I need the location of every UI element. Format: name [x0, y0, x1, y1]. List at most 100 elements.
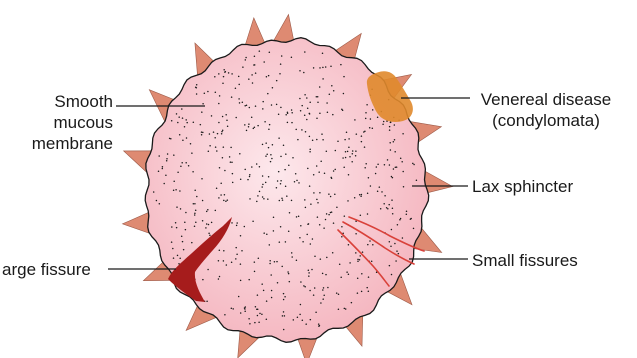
stipple-dot [365, 112, 367, 114]
stipple-dot [214, 137, 216, 139]
stipple-dot [345, 157, 347, 159]
stipple-dot [298, 182, 300, 184]
stipple-dot [336, 207, 338, 209]
stipple-dot [185, 212, 187, 214]
stipple-dot [308, 223, 310, 225]
stipple-dot [367, 213, 369, 215]
stipple-dot [218, 260, 220, 262]
stipple-dot [401, 161, 403, 163]
stipple-dot [240, 263, 242, 265]
stipple-dot [330, 177, 332, 179]
stipple-dot [316, 199, 318, 201]
stipple-dot [270, 154, 272, 156]
stipple-dot [230, 161, 232, 163]
stipple-dot [240, 280, 242, 282]
stipple-dot [179, 190, 181, 192]
stipple-dot [181, 162, 183, 164]
stipple-dot [370, 118, 372, 120]
stipple-dot [196, 84, 198, 86]
stipple-dot [223, 69, 225, 71]
stipple-dot [326, 102, 328, 104]
stipple-dot [246, 130, 248, 132]
stipple-dot [276, 80, 278, 82]
stipple-dot [406, 210, 408, 212]
stipple-dot [389, 126, 391, 128]
label-venereal-disease: Venereal disease (condylomata) [466, 89, 626, 131]
stipple-dot [222, 83, 224, 85]
stipple-dot [224, 194, 226, 196]
stipple-dot [402, 171, 404, 173]
stipple-dot [218, 73, 220, 75]
stipple-dot [377, 190, 379, 192]
stipple-dot [279, 241, 281, 243]
stipple-dot [288, 231, 290, 233]
stipple-dot [393, 141, 395, 143]
stipple-dot [273, 230, 275, 232]
stipple-dot [219, 95, 221, 97]
stipple-dot [204, 92, 206, 94]
stipple-dot [175, 189, 177, 191]
stipple-dot [299, 237, 301, 239]
stipple-dot [192, 171, 194, 173]
stipple-dot [268, 176, 270, 178]
stipple-dot [371, 260, 373, 262]
stipple-dot [331, 85, 333, 87]
stipple-dot [207, 269, 209, 271]
stipple-dot [162, 166, 164, 168]
stipple-dot [389, 265, 391, 267]
stipple-dot [284, 169, 286, 171]
stipple-dot [387, 208, 389, 210]
stipple-dot [308, 275, 310, 277]
stipple-dot [343, 166, 345, 168]
stipple-dot [332, 252, 334, 254]
stipple-dot [317, 101, 319, 103]
stipple-dot [389, 164, 391, 166]
stipple-dot [269, 124, 271, 126]
stipple-dot [244, 105, 246, 107]
stipple-dot [304, 94, 306, 96]
label-smooth-mucous-membrane: Smooth mucous membrane [24, 91, 113, 154]
stipple-dot [193, 203, 195, 205]
stipple-dot [342, 157, 344, 159]
stipple-dot [304, 199, 306, 201]
stipple-dot [219, 167, 221, 169]
stipple-dot [257, 315, 259, 317]
stipple-dot [272, 144, 274, 146]
stipple-dot [300, 304, 302, 306]
stipple-dot [244, 311, 246, 313]
stipple-dot [180, 165, 182, 167]
stipple-dot [397, 224, 399, 226]
stipple-dot [344, 215, 346, 217]
stipple-dot [235, 117, 237, 119]
stipple-dot [173, 181, 175, 183]
stipple-dot [173, 257, 175, 259]
stipple-dot [270, 161, 272, 163]
stipple-dot [200, 124, 202, 126]
stipple-dot [384, 164, 386, 166]
stipple-dot [224, 314, 226, 316]
stipple-dot [344, 139, 346, 141]
stipple-dot [322, 67, 324, 69]
stipple-dot [176, 113, 178, 115]
stipple-dot [321, 133, 323, 135]
stipple-dot [222, 130, 224, 132]
stipple-dot [172, 248, 174, 250]
stipple-dot [251, 116, 253, 118]
stipple-dot [255, 105, 257, 107]
stipple-dot [235, 258, 237, 260]
stipple-dot [271, 104, 273, 106]
stipple-dot [206, 211, 208, 213]
stipple-dot [216, 150, 218, 152]
stipple-dot [226, 119, 228, 121]
stipple-dot [304, 51, 306, 53]
stipple-dot [259, 166, 261, 168]
stipple-dot [333, 170, 335, 172]
stipple-dot [357, 259, 359, 261]
stipple-dot [352, 150, 354, 152]
stipple-dot [254, 64, 256, 66]
stipple-dot [226, 264, 228, 266]
stipple-dot [316, 117, 318, 119]
stipple-dot [230, 147, 232, 149]
stipple-dot [208, 233, 210, 235]
stipple-dot [261, 186, 263, 188]
